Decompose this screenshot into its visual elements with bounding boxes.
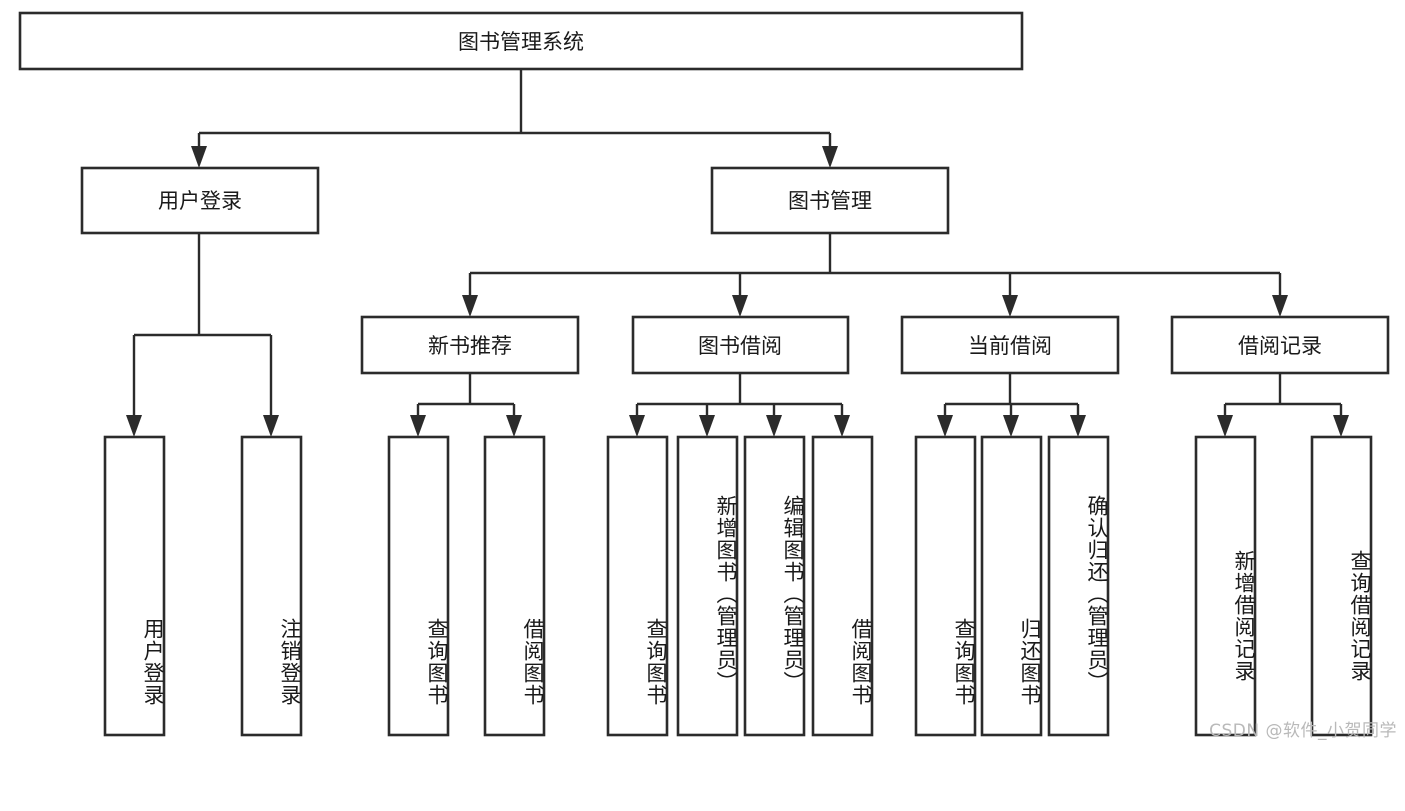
node-book-manage[interactable]: 图书管理: [710, 166, 950, 235]
leaf-borrow-book-2-box[interactable]: [811, 435, 874, 737]
connector-group-current-borrow-to-leaves: [937, 373, 1086, 437]
arrow-head-current-borrow: [1002, 295, 1018, 317]
arrow-head-leaf-user-login: [126, 415, 142, 437]
arrow-head-book-borrow: [732, 295, 748, 317]
leaf-boxes-group: [103, 435, 1373, 737]
arrow-head-leaf-query-book-1: [410, 415, 426, 437]
node-current-borrow-label: 当前借阅: [968, 334, 1052, 358]
arrow-head-leaf-query-record: [1333, 415, 1349, 437]
node-user-login[interactable]: 用户登录: [80, 166, 320, 235]
leaf-edit-book-box[interactable]: [743, 435, 806, 737]
node-book-manage-box[interactable]: [710, 166, 950, 235]
arrow-head-leaf-edit-book: [766, 415, 782, 437]
node-root-box[interactable]: [18, 11, 1024, 71]
arrow-head-leaf-return-book: [1003, 415, 1019, 437]
node-root[interactable]: 图书管理系统: [18, 11, 1024, 71]
arrow-head-leaf-query-book-2: [629, 415, 645, 437]
node-user-login-box[interactable]: [80, 166, 320, 235]
leaf-add-record-box[interactable]: [1194, 435, 1257, 737]
arrow-head-leaf-confirm-return: [1070, 415, 1086, 437]
node-user-login-label: 用户登录: [158, 189, 242, 213]
connector-group-book-borrow-to-leaves: [629, 373, 850, 437]
arrow-head-leaf-logout-login: [263, 415, 279, 437]
leaf-return-book-box[interactable]: [980, 435, 1043, 737]
leaf-query-book-1-box[interactable]: [387, 435, 450, 737]
leaf-query-book-3-box[interactable]: [914, 435, 977, 737]
arrow-head-leaf-borrow-book-2: [834, 415, 850, 437]
arrow-head-leaf-add-record: [1217, 415, 1233, 437]
node-new-book-rec[interactable]: 新书推荐: [360, 315, 580, 375]
leaf-user-login-box[interactable]: [103, 435, 166, 737]
arrow-head-book-manage: [822, 146, 838, 168]
connector-group-user-login-to-leaves: [126, 233, 279, 437]
leaf-borrow-book-1-box[interactable]: [483, 435, 546, 737]
arrow-head-leaf-query-book-3: [937, 415, 953, 437]
node-current-borrow-box[interactable]: [900, 315, 1120, 375]
node-root-label: 图书管理系统: [458, 30, 584, 54]
node-current-borrow[interactable]: 当前借阅: [900, 315, 1120, 375]
node-borrow-record[interactable]: 借阅记录: [1170, 315, 1390, 375]
connector-group-new-book-rec-to-leaves: [410, 373, 522, 437]
diagram-svg: 图书管理系统 用户登录 图书管理 新书推荐 图书借阅 当前借阅 借阅记录: [18, 11, 1390, 737]
connector-group-book-manage-to-level3: [462, 233, 1288, 317]
arrow-head-leaf-borrow-book-1: [506, 415, 522, 437]
node-borrow-record-box[interactable]: [1170, 315, 1390, 375]
node-new-book-rec-box[interactable]: [360, 315, 580, 375]
node-book-borrow-box[interactable]: [631, 315, 850, 375]
leaf-query-book-2-box[interactable]: [606, 435, 669, 737]
leaf-confirm-return-box[interactable]: [1047, 435, 1110, 737]
connector-group-borrow-record-to-leaves: [1217, 373, 1349, 437]
arrow-head-borrow-record: [1272, 295, 1288, 317]
node-book-borrow-label: 图书借阅: [698, 334, 782, 358]
node-book-manage-label: 图书管理: [788, 189, 872, 213]
node-book-borrow[interactable]: 图书借阅: [631, 315, 850, 375]
arrow-head-user-login: [191, 146, 207, 168]
csdn-watermark: CSDN @软件_小贺同学: [1209, 721, 1397, 741]
node-borrow-record-label: 借阅记录: [1238, 334, 1322, 358]
arrow-head-leaf-add-book: [699, 415, 715, 437]
arrow-head-new-book-rec: [462, 295, 478, 317]
node-new-book-rec-label: 新书推荐: [428, 334, 512, 358]
connector-group-root-to-level2: [191, 69, 838, 168]
leaf-add-book-box[interactable]: [676, 435, 739, 737]
leaf-query-record-box[interactable]: [1310, 435, 1373, 737]
diagram-canvas: 图书管理系统 用户登录 图书管理 新书推荐 图书借阅 当前借阅 借阅记录: [18, 11, 1397, 741]
leaf-logout-login-box[interactable]: [240, 435, 303, 737]
